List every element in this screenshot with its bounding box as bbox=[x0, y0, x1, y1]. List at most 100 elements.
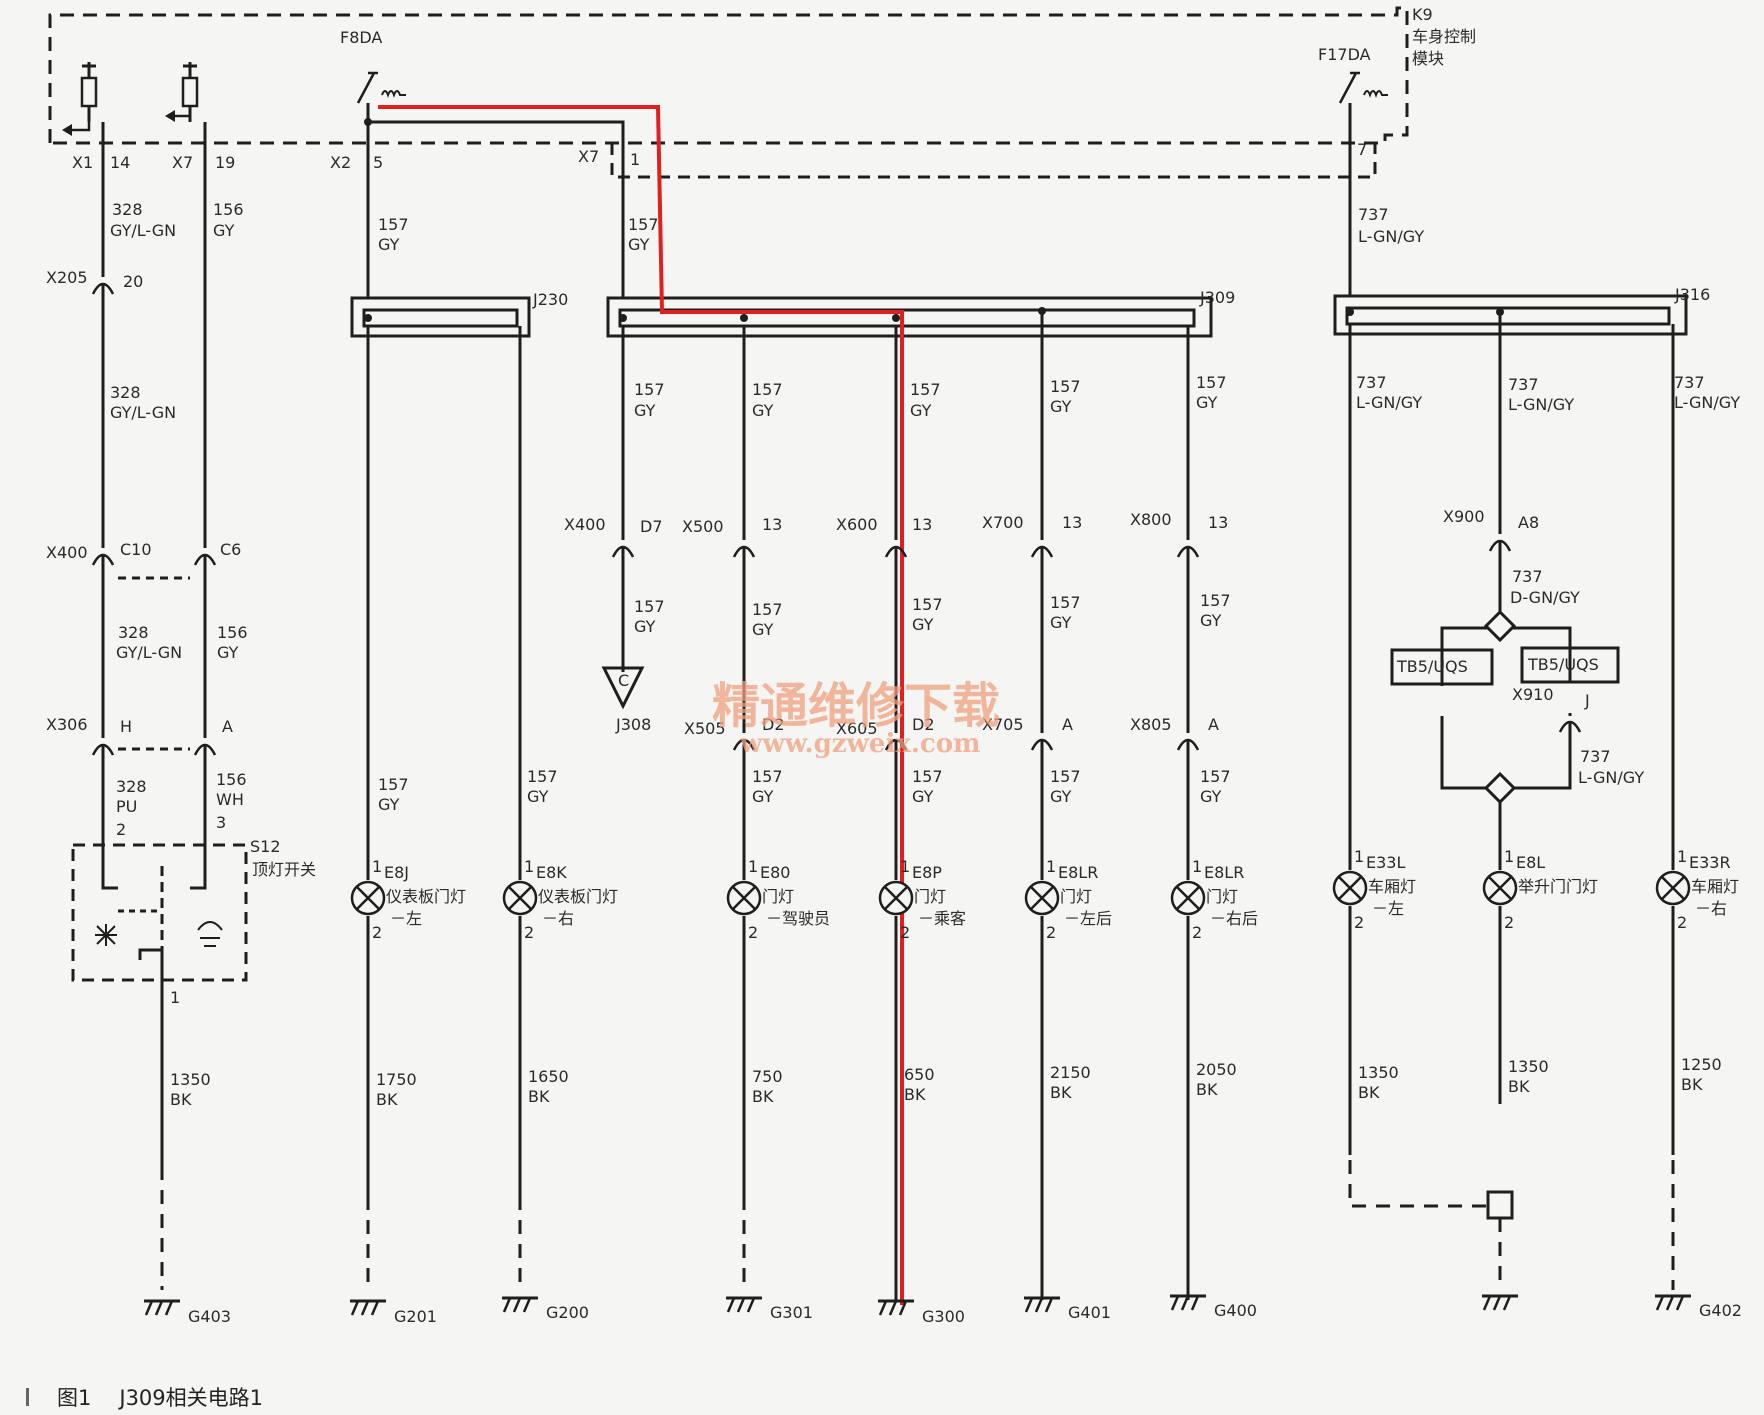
label-labels-d3_c: GY bbox=[912, 787, 934, 806]
label-labels-x500: X500 bbox=[682, 517, 724, 536]
module-name-2: 模块 bbox=[1412, 49, 1444, 68]
switch-id: S12 bbox=[250, 837, 281, 856]
label-labels-b4_c: GY bbox=[1050, 397, 1072, 416]
label-labels-w157_x2_c: GY bbox=[378, 235, 400, 254]
figure-number: 图1 bbox=[57, 1386, 92, 1410]
lamp-id: E33R bbox=[1689, 853, 1731, 872]
ground-label: G201 bbox=[394, 1307, 437, 1326]
label-labels-r3_c: L-GN/GY bbox=[1674, 393, 1740, 412]
ground-g403-left bbox=[142, 1299, 182, 1317]
top-labels: X2 5 X7 1 7 157 GY 157 GY 737 L-GN/GY J2… bbox=[330, 140, 1710, 309]
lamp-id: E8J bbox=[384, 863, 409, 882]
j309-labels: 157 GY 157 GY 157 GY 157 GY 157 GY X400 … bbox=[378, 373, 1231, 814]
lamp-sub: －右 bbox=[542, 909, 574, 928]
ground-wire-color: BK bbox=[1196, 1080, 1218, 1099]
label-labels-w156c: 156 bbox=[217, 623, 248, 642]
label-labels-c2: 157 bbox=[752, 600, 783, 619]
label-labels-x400a: X400 bbox=[46, 543, 88, 562]
label-labels-d3: 157 bbox=[912, 767, 943, 786]
label-labels-x705_pin: A bbox=[1062, 715, 1073, 734]
label-labels-b4: 157 bbox=[1050, 377, 1081, 396]
highlight-path bbox=[378, 105, 904, 1305]
label-watermark-line2: www.gzweix.com bbox=[739, 729, 981, 759]
lamp-name: 车厢灯 bbox=[1368, 877, 1416, 896]
junction-j308-pin: C bbox=[618, 671, 629, 690]
lamp-pin-2: 2 bbox=[1504, 913, 1514, 932]
ground-label: G200 bbox=[546, 1303, 589, 1322]
ground-label: G402 bbox=[1699, 1301, 1742, 1320]
junction-j308: J308 bbox=[615, 715, 651, 734]
lamp-id: E8K bbox=[536, 863, 567, 882]
label-labels-r2: 737 bbox=[1508, 375, 1539, 394]
label-labels-w737d: 737 bbox=[1512, 567, 1543, 586]
label-labels-x900: X900 bbox=[1443, 507, 1485, 526]
lamp-sub: －右后 bbox=[1210, 909, 1258, 928]
label-labels-x1: X1 bbox=[72, 153, 93, 172]
label-labels-b2: 157 bbox=[752, 380, 783, 399]
label-labels-b5_c: GY bbox=[1196, 393, 1218, 412]
label-labels-c5_c: GY bbox=[1200, 611, 1222, 630]
lamp-pin-1: 1 bbox=[1504, 847, 1514, 866]
label-labels-x205: X205 bbox=[46, 268, 88, 287]
label-labels-w328a: 328 bbox=[112, 200, 143, 219]
ground-label: G403 bbox=[1376, 0, 1419, 4]
figure-title: J309相关电路1 bbox=[119, 1386, 264, 1410]
label-labels-b1: 157 bbox=[634, 380, 665, 399]
label-labels-x400a_p2: C6 bbox=[220, 540, 241, 559]
label-labels-x205_pin: 20 bbox=[123, 272, 143, 291]
label-labels-w157_x7_c: GY bbox=[628, 235, 650, 254]
figure-caption: 图1 J309相关电路1 bbox=[26, 1382, 263, 1412]
lamp-pin-2: 2 bbox=[900, 923, 910, 942]
x306-a-connector bbox=[193, 743, 217, 761]
ground-g403-left-label: G403 bbox=[188, 1307, 231, 1326]
label-labels-j230b: 157 bbox=[527, 767, 558, 786]
lamp-name: 门灯 bbox=[762, 887, 794, 906]
label-labels-b3_c: GY bbox=[910, 401, 932, 420]
j316-circuit bbox=[1333, 103, 1688, 1290]
lamp-pin-1: 1 bbox=[900, 857, 910, 876]
ground-wire-color: BK bbox=[752, 1087, 774, 1106]
label-labels-w328d: 328 bbox=[116, 777, 147, 796]
label-labels-x910: X910 bbox=[1512, 685, 1554, 704]
watermark: 精通维修下载 www.gzweix.com bbox=[712, 678, 1000, 759]
ground-wire-number: 1350 bbox=[1358, 1063, 1399, 1082]
lamp-sub: －左 bbox=[1372, 899, 1404, 918]
j316-labels: 737 L-GN/GY 737 L-GN/GY 737 L-GN/GY X900… bbox=[1356, 373, 1740, 787]
breaker-f17da: F17DA bbox=[1318, 45, 1390, 105]
module-name-1: 车身控制 bbox=[1412, 27, 1476, 46]
label-labels-x805_pin: A bbox=[1208, 715, 1219, 734]
lamp-labels: 12E8J仪表板门灯－左12E8K仪表板门灯－右12E80门灯－驾驶员12E8P… bbox=[372, 847, 1739, 942]
lamp-pin-1: 1 bbox=[524, 857, 534, 876]
label-labels-w737_top: 737 bbox=[1358, 205, 1389, 224]
label-labels-d2: 157 bbox=[752, 767, 783, 786]
label-labels-d4_c: GY bbox=[1050, 787, 1072, 806]
lamp-name: 仪表板门灯 bbox=[386, 887, 466, 906]
junction-j316: J316 bbox=[1674, 285, 1710, 304]
lamp-name: 门灯 bbox=[914, 887, 946, 906]
lamp-name: 举升门门灯 bbox=[1518, 877, 1598, 896]
label-labels-b3: 157 bbox=[910, 380, 941, 399]
x400-c6-connector bbox=[193, 553, 217, 571]
breaker-f8da: F8DA bbox=[340, 28, 408, 105]
label-labels-x800_pin: 13 bbox=[1208, 513, 1228, 532]
label-labels-sw_pin1: 1 bbox=[170, 988, 180, 1007]
label-labels-w737e_c: L-GN/GY bbox=[1578, 768, 1644, 787]
lamp-pin-1: 1 bbox=[748, 857, 758, 876]
label-labels-b1_c: GY bbox=[634, 401, 656, 420]
label-labels-w156a_c: GY bbox=[213, 221, 235, 240]
tb-right-label: TB5/UQS bbox=[1527, 655, 1599, 674]
label-labels-b5: 157 bbox=[1196, 373, 1227, 392]
ground-label: G400 bbox=[1214, 1301, 1257, 1320]
ground-wire-color: BK bbox=[528, 1087, 550, 1106]
label-labels-x400a_p1: C10 bbox=[120, 540, 152, 559]
lamp-pin-1: 1 bbox=[1192, 857, 1202, 876]
lamp-name: 门灯 bbox=[1060, 887, 1092, 906]
